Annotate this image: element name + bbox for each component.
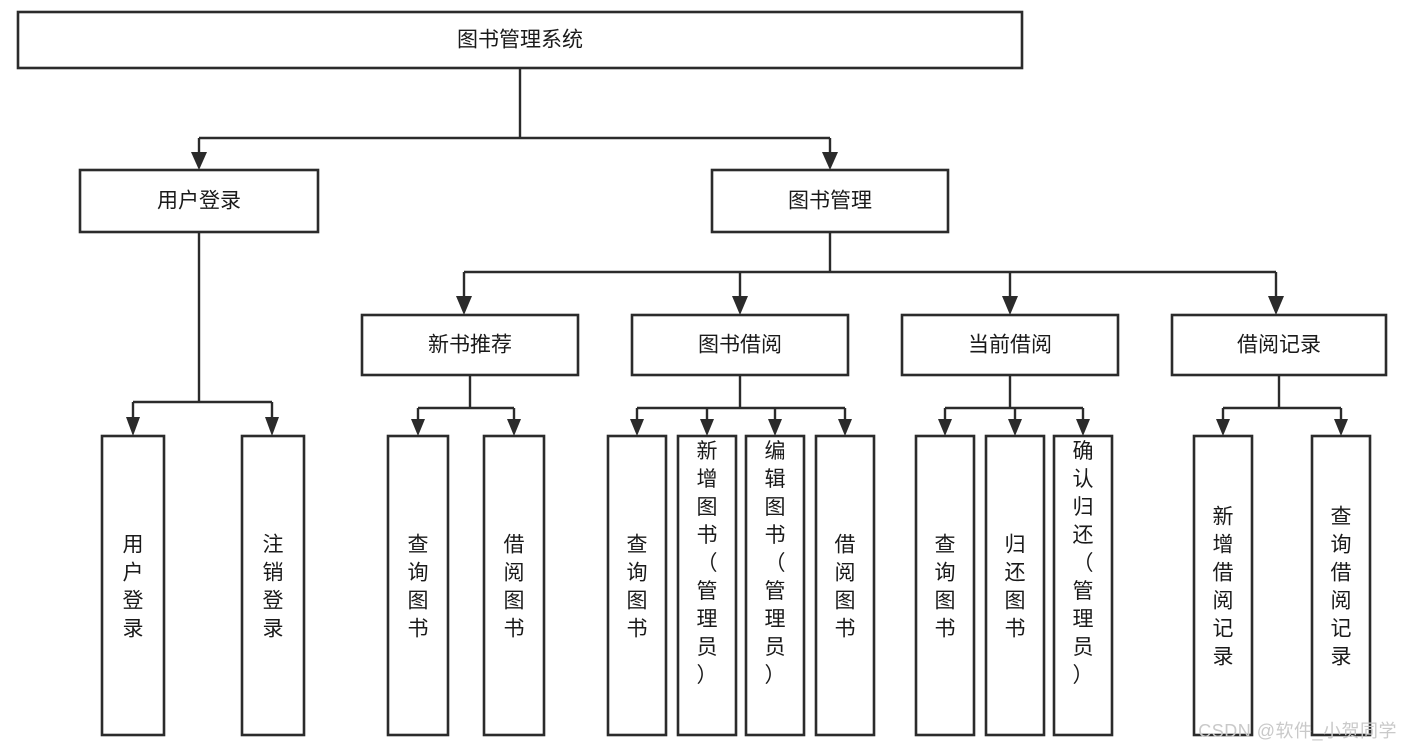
node-current-borrow-box[interactable] <box>900 313 1120 377</box>
arrow-head-leaf-add-book <box>700 419 714 436</box>
node-new-book-rec-box[interactable] <box>360 313 580 377</box>
node-current-borrow-label: 当前借阅 <box>968 334 1052 357</box>
node-root-box[interactable] <box>16 10 1024 70</box>
arrow-head-leaf-add-record <box>1216 419 1230 436</box>
node-leaf-borrow-book-2[interactable]: 借阅图书 <box>814 434 876 737</box>
node-leaf-query-book-1-box[interactable] <box>386 434 450 737</box>
node-leaf-edit-book[interactable]: 编辑图书（管理员） <box>744 434 806 737</box>
node-leaf-return-book[interactable]: 归还图书 <box>984 434 1046 737</box>
node-root-label: 图书管理系统 <box>457 29 583 52</box>
node-leaf-edit-book-label: 编辑图书（管理员） <box>765 440 786 687</box>
node-layer: 图书管理系统 用户登录 图书管理 新书推荐 图书借阅 <box>16 10 1388 737</box>
arrow-head-leaf-borrow-book-2 <box>838 419 852 436</box>
node-leaf-query-record-label: 查询借阅记录 <box>1331 506 1352 669</box>
node-book-manage[interactable]: 图书管理 <box>710 168 950 234</box>
arrow-head-user-login <box>191 152 207 170</box>
arrow-head-new-book-rec <box>456 296 472 315</box>
arrow-head-leaf-confirm-return <box>1076 419 1090 436</box>
node-root[interactable]: 图书管理系统 <box>16 10 1024 70</box>
node-leaf-query-book-2[interactable]: 查询图书 <box>606 434 668 737</box>
node-leaf-query-book-2-label: 查询图书 <box>627 534 648 641</box>
arrow-head-book-borrow <box>732 296 748 315</box>
node-leaf-query-book-2-box[interactable] <box>606 434 668 737</box>
node-book-borrow-label: 图书借阅 <box>698 334 782 357</box>
arrow-head-leaf-query-record <box>1334 419 1348 436</box>
node-leaf-add-book[interactable]: 新增图书（管理员） <box>676 434 738 737</box>
node-leaf-add-record-box[interactable] <box>1192 434 1254 737</box>
node-leaf-query-book-3[interactable]: 查询图书 <box>914 434 976 737</box>
node-leaf-query-book-1-label: 查询图书 <box>408 534 429 641</box>
node-leaf-query-book-3-label: 查询图书 <box>935 534 956 641</box>
node-book-borrow-box[interactable] <box>630 313 850 377</box>
node-leaf-query-record-box[interactable] <box>1310 434 1372 737</box>
arrow-head-leaf-user-login <box>126 417 140 436</box>
node-book-manage-box[interactable] <box>710 168 950 234</box>
node-leaf-return-book-box[interactable] <box>984 434 1046 737</box>
arrow-head-leaf-query-book-3 <box>938 419 952 436</box>
node-leaf-add-book-box[interactable] <box>676 434 738 737</box>
node-leaf-query-book-3-box[interactable] <box>914 434 976 737</box>
node-leaf-add-book-label: 新增图书（管理员） <box>697 440 718 687</box>
node-leaf-borrow-book-2-box[interactable] <box>814 434 876 737</box>
node-new-book-rec-label: 新书推荐 <box>428 334 512 357</box>
node-book-manage-label: 图书管理 <box>788 190 872 213</box>
arrow-head-leaf-edit-book <box>768 419 782 436</box>
node-leaf-logout-label: 注销登录 <box>263 534 284 641</box>
node-leaf-borrow-book-2-label: 借阅图书 <box>835 534 856 641</box>
node-leaf-user-login-box[interactable] <box>100 434 166 737</box>
node-leaf-borrow-book-1[interactable]: 借阅图书 <box>482 434 546 737</box>
node-leaf-query-record[interactable]: 查询借阅记录 <box>1310 434 1372 737</box>
node-borrow-record[interactable]: 借阅记录 <box>1170 313 1388 377</box>
node-leaf-add-record[interactable]: 新增借阅记录 <box>1192 434 1254 737</box>
node-borrow-record-box[interactable] <box>1170 313 1388 377</box>
node-leaf-user-login[interactable]: 用户登录 <box>100 434 166 737</box>
node-leaf-query-book-1[interactable]: 查询图书 <box>386 434 450 737</box>
node-leaf-add-record-label: 新增借阅记录 <box>1213 506 1234 669</box>
node-book-borrow[interactable]: 图书借阅 <box>630 313 850 377</box>
node-leaf-user-login-label: 用户登录 <box>123 534 144 641</box>
arrow-head-current-borrow <box>1002 296 1018 315</box>
node-leaf-logout-box[interactable] <box>240 434 306 737</box>
arrow-head-book-manage <box>822 152 838 170</box>
node-user-login-label: 用户登录 <box>157 190 241 213</box>
node-leaf-confirm-return[interactable]: 确认归还（管理员） <box>1052 434 1114 737</box>
arrow-head-leaf-query-book-2 <box>630 419 644 436</box>
node-new-book-rec[interactable]: 新书推荐 <box>360 313 580 377</box>
node-leaf-borrow-book-1-label: 借阅图书 <box>504 534 525 641</box>
node-leaf-confirm-return-box[interactable] <box>1052 434 1114 737</box>
node-leaf-logout[interactable]: 注销登录 <box>240 434 306 737</box>
arrow-head-leaf-return-book <box>1008 419 1022 436</box>
csdn-watermark: CSDN @软件_小贺同学 <box>1198 721 1397 741</box>
node-user-login-box[interactable] <box>78 168 320 234</box>
arrow-head-leaf-borrow-book-1 <box>507 419 521 436</box>
node-leaf-confirm-return-label: 确认归还（管理员） <box>1073 440 1094 687</box>
arrow-head-leaf-query-book-1 <box>411 419 425 436</box>
node-leaf-return-book-label: 归还图书 <box>1005 534 1026 641</box>
node-borrow-record-label: 借阅记录 <box>1237 334 1321 357</box>
node-leaf-borrow-book-1-box[interactable] <box>482 434 546 737</box>
node-user-login[interactable]: 用户登录 <box>78 168 320 234</box>
arrow-head-leaf-logout <box>265 417 279 436</box>
connector-layer <box>126 68 1348 436</box>
arrow-head-borrow-record <box>1268 296 1284 315</box>
node-current-borrow[interactable]: 当前借阅 <box>900 313 1120 377</box>
node-leaf-edit-book-box[interactable] <box>744 434 806 737</box>
